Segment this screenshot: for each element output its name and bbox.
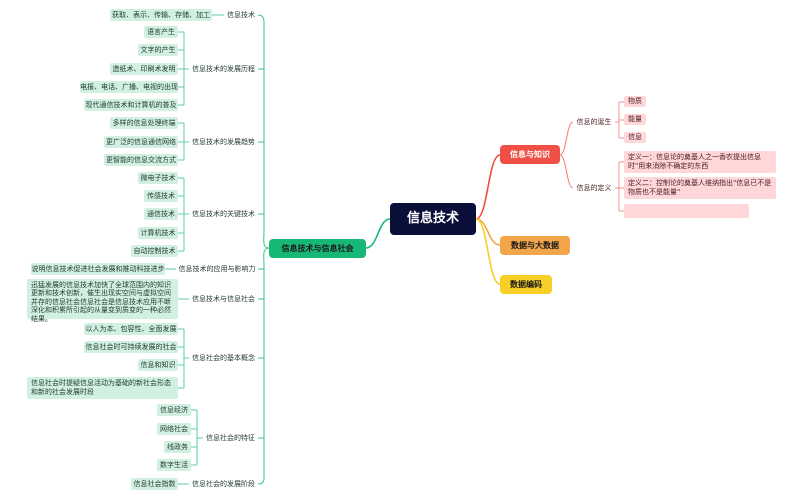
- connector-line: [257, 14, 265, 230]
- leaf-key-automation[interactable]: 自动控制技术: [131, 245, 178, 257]
- topic-it-history[interactable]: 信息技术的发展历程: [189, 63, 258, 75]
- leaf-info-society-text[interactable]: 迅猛发展的信息技术加快了全球范围内的知识更新和技术创新，催生出现实空间与虚拟空间…: [27, 279, 178, 323]
- leaf-impact-summary[interactable]: 说明信息技术促进社会发展和推动科技进步: [31, 263, 165, 275]
- leaf-key-microelectronics[interactable]: 微电子技术: [138, 172, 178, 184]
- leaf-definition-wiener[interactable]: 定义二：控制论的奠基人维纳指出"信息已不是物质也不是能量": [624, 177, 776, 199]
- leaf-history-computer[interactable]: 现代通信技术和计算机的普及: [84, 99, 178, 111]
- leaf-definition-empty[interactable]: [624, 204, 749, 218]
- leaf-key-sensing[interactable]: 传感技术: [144, 190, 178, 202]
- topic-info-birth[interactable]: 信息的诞生: [573, 116, 615, 128]
- topic-it[interactable]: 信息技术: [224, 9, 258, 21]
- connector-line: [475, 218, 501, 285]
- leaf-concept-knowledge[interactable]: 信息和知识: [138, 359, 178, 371]
- leaf-feature-egov[interactable]: 线政务: [164, 441, 191, 453]
- leaf-history-writing[interactable]: 文字的产生: [138, 44, 178, 56]
- leaf-definition-shannon[interactable]: 定义一：信息论的奠基人之一香农提出信息时"用来消除不确定的东西: [624, 151, 776, 173]
- connector-line: [257, 266, 265, 485]
- leaf-feature-digital-life[interactable]: 数字生活: [157, 459, 191, 471]
- topic-it-key[interactable]: 信息技术的关键技术: [189, 208, 258, 220]
- leaf-history-paper[interactable]: 造纸术、印刷术发明: [110, 63, 178, 75]
- root-node[interactable]: 信息技术: [390, 203, 476, 235]
- leaf-trend-network[interactable]: 更广泛的信息通信网络: [104, 136, 178, 148]
- leaf-concept-people[interactable]: 以人为本、包容性、全面发展: [84, 323, 178, 335]
- topic-it-trend[interactable]: 信息技术的发展趋势: [189, 136, 258, 148]
- leaf-stage-index[interactable]: 信息社会指数: [131, 478, 178, 490]
- leaf-trend-terminals[interactable]: 多样的信息处理终端: [110, 117, 178, 129]
- leaf-it-process[interactable]: 获取、表示、传输、存储、加工: [110, 9, 212, 21]
- leaf-feature-network[interactable]: 网络社会: [157, 423, 191, 435]
- leaf-concept-new-form[interactable]: 信息社会时提疑信息活动为基础的新社会形态和新的社会发展时段: [27, 377, 178, 399]
- leaf-concept-sustainable[interactable]: 信息社会时可持续发展的社会: [84, 341, 178, 353]
- leaf-information[interactable]: 信息: [624, 132, 646, 143]
- topic-info-definition[interactable]: 信息的定义: [573, 182, 615, 194]
- topic-it-impact[interactable]: 信息技术的应用与影响力: [176, 263, 258, 275]
- branch-bigdata[interactable]: 数据与大数据: [500, 236, 570, 255]
- topic-society-features[interactable]: 信息社会的特征: [203, 432, 258, 444]
- leaf-key-computer[interactable]: 计算机技术: [138, 227, 178, 239]
- leaf-history-language[interactable]: 语言产生: [144, 26, 178, 38]
- topic-it-info-society[interactable]: 信息技术与信息社会: [189, 293, 258, 305]
- connector-line: [365, 218, 391, 249]
- branch-knowledge[interactable]: 信息与知识: [500, 145, 560, 164]
- leaf-energy[interactable]: 能量: [624, 114, 646, 125]
- leaf-trend-intelligent[interactable]: 更智能的信息交流方式: [104, 154, 178, 166]
- branch-society[interactable]: 信息技术与信息社会: [269, 239, 366, 258]
- connector-line: [559, 154, 574, 189]
- connector-line: [475, 218, 501, 246]
- leaf-history-telecom[interactable]: 电报、电话、广播、电视的出现: [80, 81, 178, 93]
- topic-society-stage[interactable]: 信息社会的发展阶段: [189, 478, 258, 490]
- connector-line: [475, 154, 501, 220]
- branch-encoding[interactable]: 数据编码: [500, 275, 552, 294]
- connector-line: [559, 121, 574, 156]
- leaf-key-communication[interactable]: 通信技术: [144, 208, 178, 220]
- leaf-matter[interactable]: 物质: [624, 96, 646, 107]
- leaf-feature-economy[interactable]: 信息经济: [157, 404, 191, 416]
- topic-society-concept[interactable]: 信息社会的基本概念: [189, 352, 258, 364]
- connector-line: [263, 247, 270, 267]
